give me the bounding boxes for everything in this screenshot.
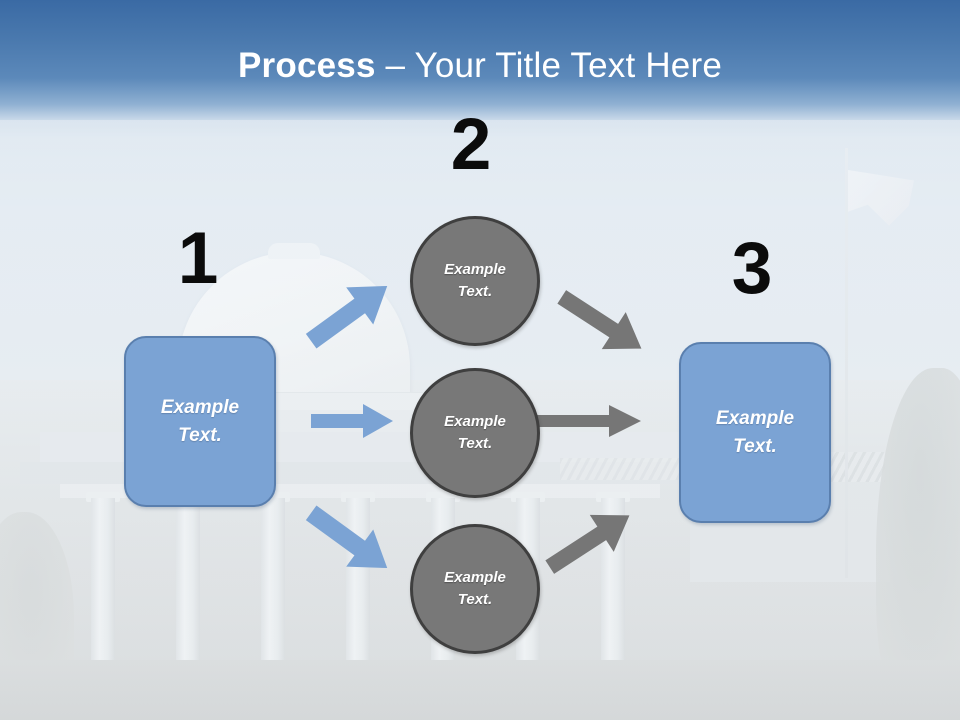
process-box-left-line2: Text. bbox=[178, 424, 222, 446]
flagpole bbox=[845, 148, 848, 578]
step-number-1: 1 bbox=[177, 218, 219, 299]
process-circle-top-text: Example Text. bbox=[444, 259, 506, 304]
blue-arrow-down-right-icon bbox=[300, 505, 400, 576]
process-circle-bottom[interactable]: Example Text. bbox=[410, 524, 540, 654]
slide-title: Process – Your Title Text Here bbox=[0, 46, 960, 86]
gray-arrow-right-icon bbox=[537, 403, 641, 439]
process-circle-top-line1: Example bbox=[444, 260, 506, 278]
process-circle-middle-line1: Example bbox=[444, 412, 506, 430]
process-box-left-line1: Example bbox=[160, 396, 240, 418]
process-circle-middle[interactable]: Example Text. bbox=[410, 368, 540, 498]
blue-arrow-up-right-icon bbox=[300, 278, 400, 349]
process-box-right-line2: Text. bbox=[733, 435, 777, 457]
process-circle-bottom-line1: Example bbox=[444, 568, 506, 586]
gray-arrow-down-right-icon bbox=[552, 288, 652, 358]
slide-title-light: – Your Title Text Here bbox=[375, 46, 722, 85]
building-column bbox=[176, 498, 200, 678]
step-number-2: 2 bbox=[450, 104, 492, 185]
capitol-dome-cupola bbox=[268, 243, 320, 259]
blue-arrow-right-icon bbox=[311, 403, 393, 439]
process-circle-middle-line2: Text. bbox=[457, 435, 493, 452]
step-number-3: 3 bbox=[731, 228, 773, 309]
process-box-right-text: Example Text. bbox=[716, 405, 794, 460]
process-box-right[interactable]: Example Text. bbox=[679, 342, 831, 523]
building-column bbox=[261, 498, 285, 678]
foreground-ground bbox=[0, 660, 960, 720]
process-box-left[interactable]: Example Text. bbox=[124, 336, 276, 507]
slide-title-strong: Process bbox=[238, 46, 376, 85]
process-circle-top[interactable]: Example Text. bbox=[410, 216, 540, 346]
building-column bbox=[91, 498, 115, 678]
process-circle-bottom-line2: Text. bbox=[457, 591, 493, 608]
process-circle-middle-text: Example Text. bbox=[444, 411, 506, 456]
process-circle-bottom-text: Example Text. bbox=[444, 567, 506, 612]
gray-arrow-up-right-icon bbox=[540, 506, 640, 576]
process-circle-top-line2: Text. bbox=[457, 283, 493, 300]
process-box-right-line1: Example bbox=[715, 407, 795, 429]
process-box-left-text: Example Text. bbox=[161, 394, 239, 449]
